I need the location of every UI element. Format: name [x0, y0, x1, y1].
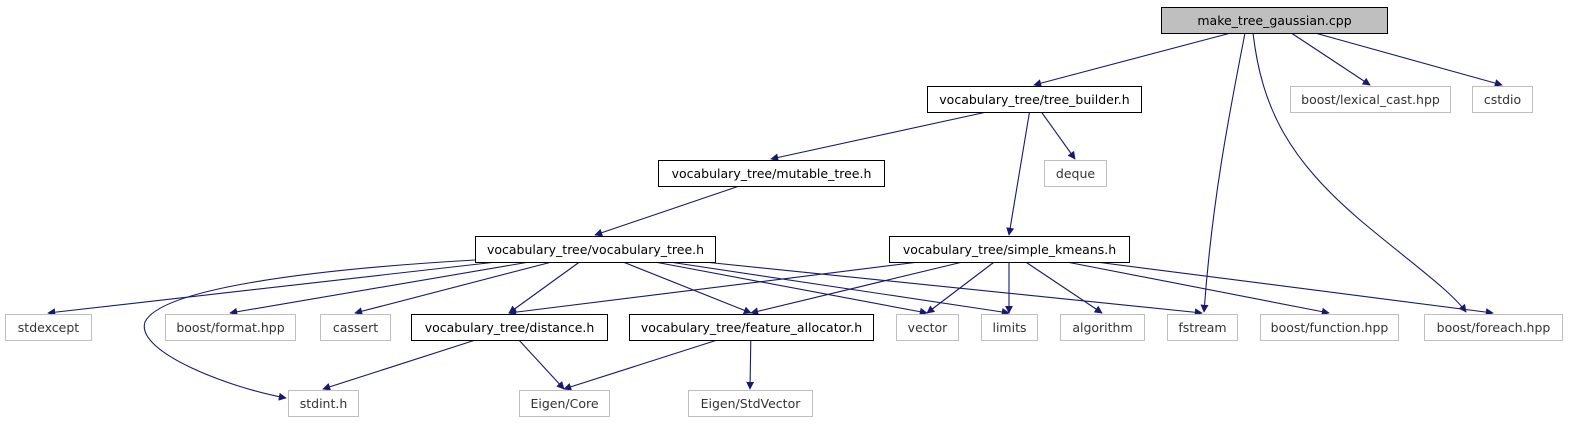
edge-simple_kmeans-to-distance [508, 261, 920, 317]
edge-distance-to-stdint [322, 339, 476, 391]
node-label: deque [1056, 166, 1095, 181]
node-distance[interactable]: vocabulary_tree/distance.h [411, 314, 608, 341]
edge-feature_alloc-to-eigen_core [563, 339, 718, 391]
node-cstdio: cstdio [1472, 86, 1533, 113]
edge-tree_builder-to-deque [1040, 111, 1076, 160]
node-label: cstdio [1484, 92, 1521, 107]
node-eigen-core: Eigen/Core [519, 390, 610, 417]
edge-root-to-cstdio [1314, 32, 1503, 87]
node-label: make_tree_gaussian.cpp [1197, 13, 1351, 28]
node-label: vocabulary_tree/mutable_tree.h [672, 166, 872, 181]
node-label: stdint.h [300, 396, 348, 411]
node-simple-kmeans[interactable]: vocabulary_tree/simple_kmeans.h [889, 236, 1130, 263]
node-tree-builder[interactable]: vocabulary_tree/tree_builder.h [927, 86, 1142, 113]
node-label: vector [908, 320, 949, 335]
node-label: limits [992, 320, 1026, 335]
node-label: cassert [333, 320, 378, 335]
edge-distance-to-eigen_core [518, 339, 565, 390]
node-boost-format: boost/format.hpp [165, 314, 296, 341]
node-label: boost/format.hpp [176, 320, 284, 335]
node-feature-alloc[interactable]: vocabulary_tree/feature_allocator.h [629, 314, 874, 341]
edge-vocab_tree-to-fstream [704, 261, 1203, 317]
edge-vocab_tree-to-feature_alloc [622, 261, 752, 315]
node-vocab-tree[interactable]: vocabulary_tree/vocabulary_tree.h [475, 236, 716, 263]
node-label: fstream [1178, 320, 1226, 335]
node-boost-foreach: boost/foreach.hpp [1424, 314, 1563, 341]
node-label: algorithm [1072, 320, 1132, 335]
edge-feature_alloc-to-eigen_stdvector [746, 339, 755, 390]
node-label: Eigen/StdVector [701, 396, 802, 411]
node-vector: vector [896, 314, 959, 341]
node-fstream: fstream [1167, 314, 1238, 341]
edge-vocab_tree-to-cassert [354, 261, 552, 316]
node-label: stdexcept [18, 320, 79, 335]
edge-vocab_tree-to-vector [654, 261, 928, 316]
node-label: Eigen/Core [530, 396, 598, 411]
edge-simple_kmeans-to-boost_function [1066, 261, 1330, 316]
edge-simple_kmeans-to-algorithm [1025, 261, 1103, 314]
node-stdexcept: stdexcept [5, 314, 92, 341]
edge-vocab_tree-to-stdexcept [47, 261, 497, 317]
node-label: vocabulary_tree/tree_builder.h [939, 92, 1129, 107]
node-limits: limits [981, 314, 1038, 341]
edge-root-to-tree_builder [1033, 32, 1231, 88]
node-label: boost/function.hpp [1271, 320, 1389, 335]
node-label: vocabulary_tree/distance.h [425, 320, 595, 335]
node-boost-function: boost/function.hpp [1260, 314, 1399, 341]
edge-vocab_tree-to-stdint [143, 259, 476, 401]
edge-simple_kmeans-to-vector [926, 261, 995, 314]
node-root: make_tree_gaussian.cpp [1161, 7, 1388, 34]
edge-tree_builder-to-simple_kmeans [1006, 111, 1031, 236]
edge-root-to-lexical_cast [1290, 32, 1371, 86]
node-label: boost/foreach.hpp [1437, 320, 1551, 335]
node-label: vocabulary_tree/vocabulary_tree.h [487, 242, 704, 257]
node-label: vocabulary_tree/simple_kmeans.h [903, 242, 1116, 257]
node-mutable-tree[interactable]: vocabulary_tree/mutable_tree.h [658, 160, 885, 187]
edge-vocab_tree-to-limits [669, 261, 1010, 316]
node-algorithm: algorithm [1060, 314, 1145, 341]
node-lexical-cast: boost/lexical_cast.hpp [1290, 86, 1451, 113]
node-cassert: cassert [320, 314, 391, 341]
edge-vocab_tree-to-distance [508, 261, 580, 314]
node-label: vocabulary_tree/feature_allocator.h [641, 320, 862, 335]
edge-simple_kmeans-to-boost_foreach [1096, 261, 1494, 317]
edge-root-to-fstream [1200, 32, 1246, 313]
node-label: boost/lexical_cast.hpp [1301, 92, 1440, 107]
node-deque: deque [1044, 160, 1107, 187]
edge-tree_builder-to-mutable_tree [770, 111, 987, 162]
node-eigen-stdvector: Eigen/StdVector [688, 390, 813, 417]
edge-simple_kmeans-to-feature_alloc [750, 261, 963, 316]
edge-root-to-boost_foreach [1252, 32, 1467, 313]
edge-mutable_tree-to-vocab_tree [594, 185, 740, 237]
node-stdint: stdint.h [288, 390, 359, 417]
edge-vocab_tree-to-boost_format [229, 261, 530, 316]
